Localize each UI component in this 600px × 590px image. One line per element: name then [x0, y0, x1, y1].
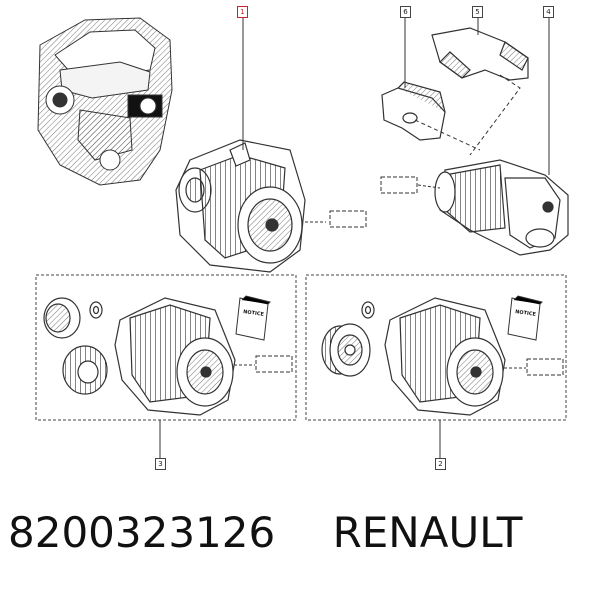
caption: 8200323126 RENAULT: [8, 508, 598, 578]
leader-4: [380, 18, 550, 194]
kit-3-notice-text: NOTICE: [243, 309, 265, 318]
kit-3-alternator: [114, 297, 236, 416]
kit-3-connector: [159, 355, 293, 458]
bracket-part-6: [381, 81, 446, 141]
leader-1: [242, 18, 367, 228]
kit-2-notice-text: NOTICE: [515, 309, 537, 318]
kit-3-frame: [35, 274, 297, 421]
kit-3-washer: [89, 301, 103, 319]
kit-3-notice-booklet: [235, 295, 271, 341]
kit-2-washer: [361, 301, 375, 319]
kit-2-frame: [305, 274, 567, 421]
kit-2-alternator: [384, 297, 506, 416]
callout-6: 6: [400, 6, 411, 18]
callout-3: 3: [155, 458, 166, 470]
kit-2-connector: [439, 358, 564, 458]
callout-2: 2: [435, 458, 446, 470]
shield-part-5: [431, 27, 529, 81]
part-number: 8200323126: [8, 508, 276, 557]
alternator-main: [175, 139, 306, 273]
kit-3-pulley: [62, 345, 108, 395]
starter-motor-part-4: [434, 159, 569, 256]
callout-5: 5: [472, 6, 483, 18]
parts-diagram: NOTICE NOTICE: [35, 17, 569, 458]
kit-2-notice-booklet: [507, 295, 543, 341]
kit-3-pulley-cap: [43, 297, 81, 339]
brand-name: RENAULT: [332, 508, 523, 557]
engine-illustration: [37, 17, 173, 186]
callout-1: 1: [237, 6, 248, 18]
callout-4: 4: [543, 6, 554, 18]
kit-2-decoupler-pulley: [321, 323, 371, 377]
